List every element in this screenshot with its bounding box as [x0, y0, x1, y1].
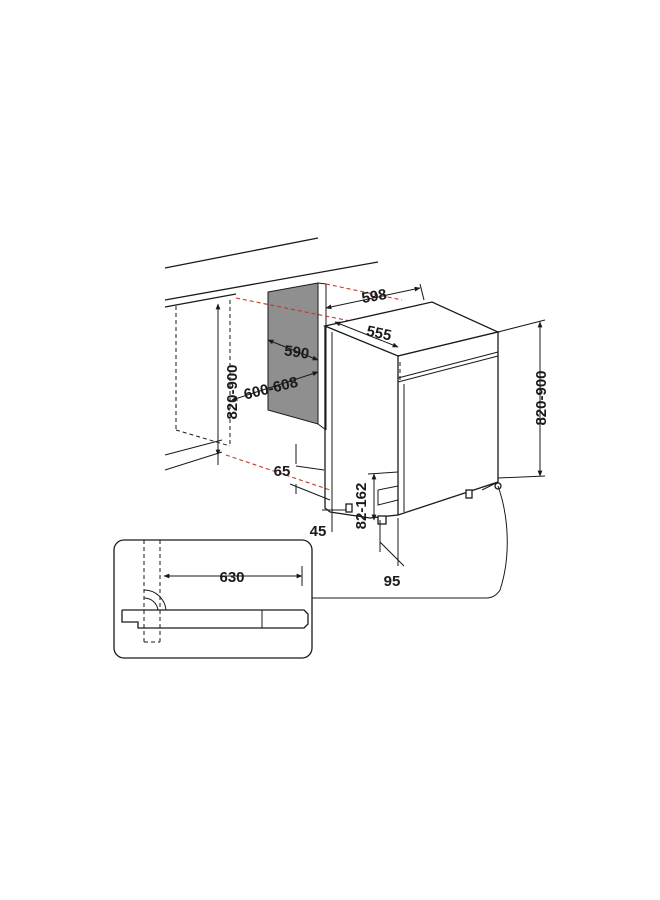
left-cabinet [164, 300, 231, 471]
dim-foot-offset: 95 [379, 518, 405, 590]
dishwasher [322, 301, 502, 525]
dim-appliance-height: 820-900 [497, 319, 550, 479]
dim-toe-kick: 65 [274, 444, 331, 501]
label-foot-offset: 95 [384, 573, 401, 590]
label-cabinet-height: 820-900 [224, 364, 241, 419]
dim-plinth-height: 82-162 [353, 471, 399, 552]
label-door-swing-clearance: 630 [219, 569, 244, 586]
label-front-offset: 45 [310, 523, 327, 540]
label-appliance-width: 598 [360, 286, 388, 307]
label-plinth-height: 82-162 [353, 483, 370, 530]
dim-cabinet-depth: 590 [267, 339, 319, 363]
dim-cabinet-height: 820-900 [215, 303, 241, 456]
dim-appliance-width: 598 [325, 283, 425, 310]
callout-connector [312, 485, 508, 599]
label-cabinet-depth: 590 [283, 342, 310, 362]
label-appliance-depth: 555 [365, 323, 393, 345]
label-toe-kick: 65 [274, 463, 291, 480]
dim-appliance-depth: 555 [334, 321, 399, 348]
countertop [164, 237, 379, 308]
label-appliance-height: 820-900 [533, 370, 550, 425]
detail-inset: 630 [113, 539, 313, 659]
dim-front-offset: 45 [310, 498, 346, 540]
